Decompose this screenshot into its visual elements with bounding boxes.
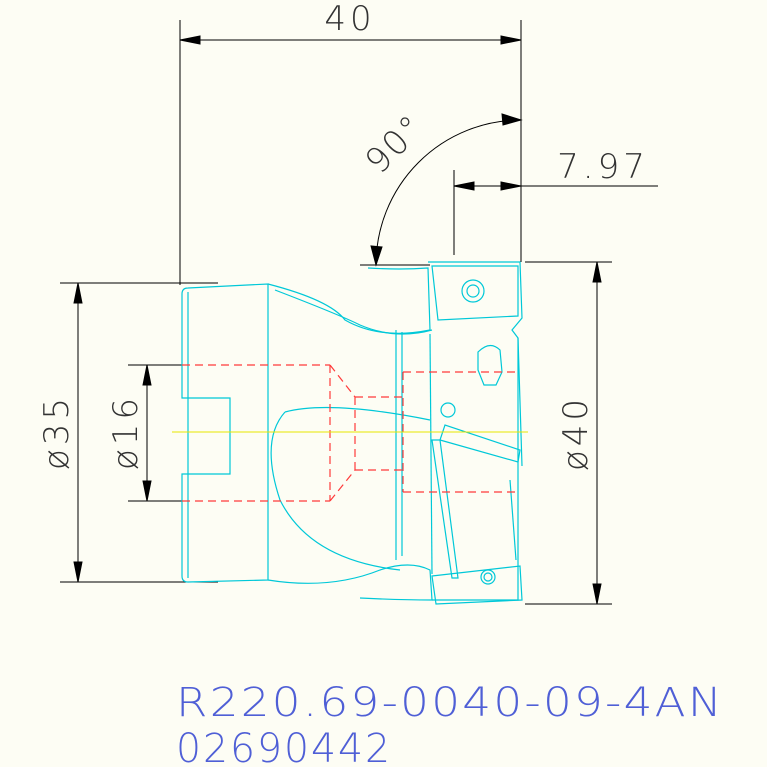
part-outline — [181, 261, 523, 605]
part-number: R220.69-0040-09-4AN — [176, 680, 724, 726]
dimension-angle: 90° — [358, 107, 433, 182]
dimension-cutting-diameter: ø40 — [556, 395, 596, 471]
dimension-bore-diameter: ø16 — [106, 394, 146, 470]
dimension-lines — [60, 20, 658, 605]
dimension-shank-diameter: ø35 — [37, 394, 77, 470]
dimension-overall-length: 40 — [324, 0, 375, 39]
order-code: 02690442 — [176, 726, 392, 767]
dimension-insert-offset: 7.97 — [557, 147, 649, 187]
